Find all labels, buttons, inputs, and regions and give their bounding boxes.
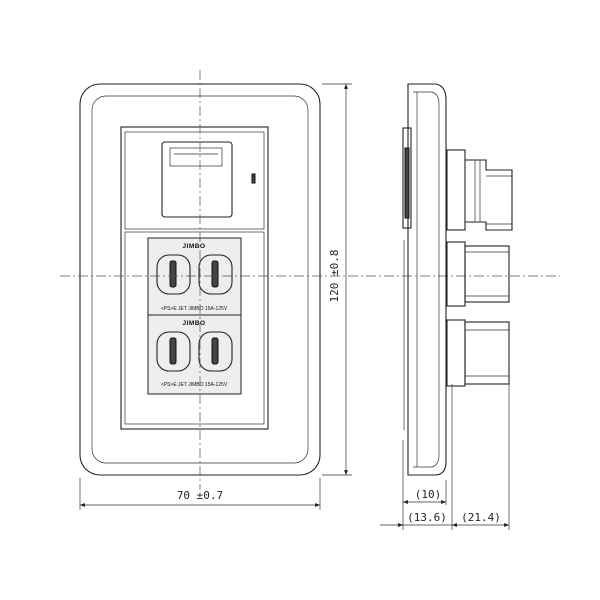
dimension-width: 70 ±0.7 [79, 478, 321, 510]
outlet-lower-slot-right [211, 337, 219, 365]
dimension-height: 120 ±0.8 [322, 83, 352, 476]
outlet-lower-rating: <PS>E JET JIMBO 15A-125V [161, 382, 228, 388]
dimension-plate-depth: (10) [402, 440, 447, 530]
dimension-total-depth: (13.6) (21.4) [380, 384, 510, 530]
switch-pilot-lamp [251, 173, 256, 184]
outlet-lower: JIMBO <PS>E JET JIMBO 15A-125V [147, 314, 242, 395]
outlet-upper-body-rear [464, 245, 510, 303]
outlet-lower-slot-left [169, 337, 177, 365]
switch-rocker [161, 141, 233, 218]
outlet-upper-body-base [446, 241, 466, 307]
outlet-module [124, 231, 265, 425]
dimension-height-label: 120 ±0.8 [328, 250, 341, 303]
plate-profile [407, 83, 447, 476]
plate-profile-inner [413, 91, 440, 468]
switch-module [124, 131, 265, 230]
switch-body-base [446, 149, 466, 231]
dimension-depth-back-label: (21.4) [461, 511, 501, 524]
switch-indicator-window [169, 147, 223, 167]
mounting-clip-slot [404, 147, 410, 219]
mounting-clip [402, 127, 412, 229]
front-view: JIMBO <PS>E JET JIMBO 15A-125V JIMBO <PS… [60, 70, 560, 490]
outlet-lower-body-base [446, 319, 466, 387]
outlet-lower-socket-right[interactable] [198, 331, 233, 372]
switch-body-rear [465, 159, 513, 231]
outlet-lower-socket-left[interactable] [156, 331, 191, 372]
outlet-upper-slot-right [211, 260, 219, 288]
outlet-upper-socket-right[interactable] [198, 254, 233, 295]
dimension-width-label: 70 ±0.7 [177, 489, 223, 502]
dimension-depth-front-label: (13.6) [407, 511, 447, 524]
outlet-lower-body-rear [464, 321, 510, 385]
outlet-upper-slot-left [169, 260, 177, 288]
outlet-upper-brand: JIMBO [182, 243, 205, 250]
outlet-upper: JIMBO <PS>E JET JIMBO 15A-125V [147, 237, 242, 316]
outlet-upper-body [147, 237, 242, 316]
side-view [402, 83, 513, 476]
outlet-lower-body [147, 314, 242, 395]
outlet-lower-brand: JIMBO [182, 320, 205, 327]
outlet-upper-socket-left[interactable] [156, 254, 191, 295]
module-frame [120, 126, 269, 430]
outlet-upper-rating: <PS>E JET JIMBO 15A-125V [161, 306, 228, 312]
dimension-plate-depth-label: (10) [415, 488, 442, 501]
